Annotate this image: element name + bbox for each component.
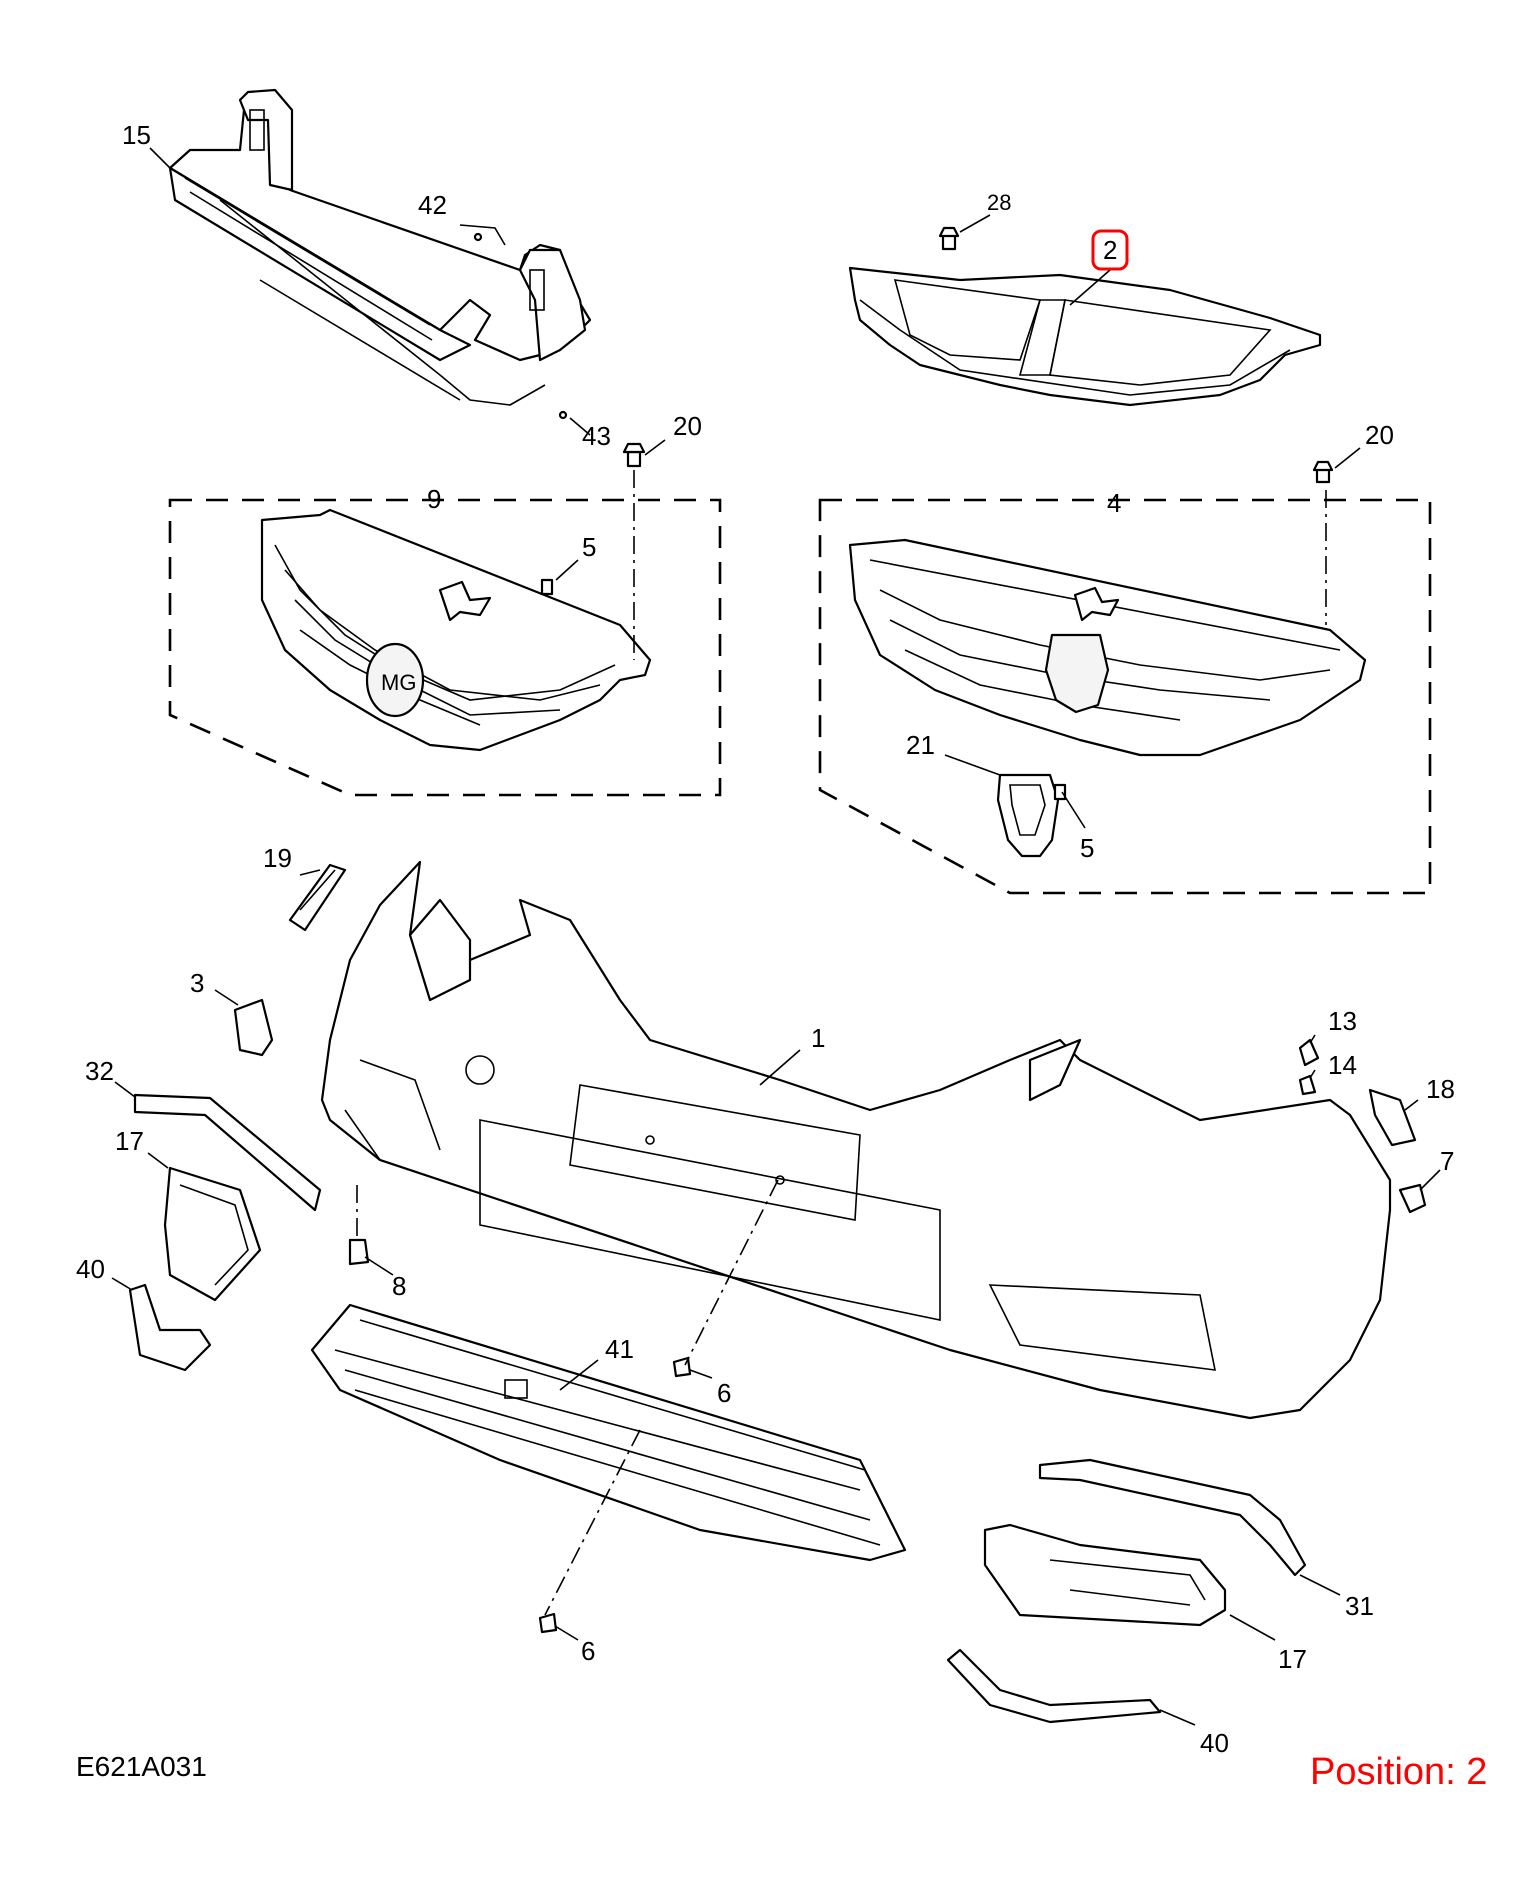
mg-badge-icon: MG — [381, 670, 416, 695]
callout-40-right: 40 — [1200, 1728, 1229, 1758]
callout-5-upper: 5 — [582, 532, 596, 562]
callout-3: 3 — [190, 968, 204, 998]
position-indicator: Position: 2 — [1310, 1751, 1487, 1793]
callout-4: 4 — [1107, 488, 1121, 518]
callout-6-lower: 6 — [581, 1636, 595, 1666]
group-box-9 — [168, 498, 722, 797]
callout-19: 19 — [263, 843, 292, 873]
callout-40-left: 40 — [76, 1254, 105, 1284]
callout-17-right: 17 — [1278, 1644, 1307, 1674]
callout-9: 9 — [427, 484, 441, 514]
fastener-icons — [348, 226, 1427, 1634]
callout-8: 8 — [392, 1271, 406, 1301]
callout-14: 14 — [1328, 1050, 1357, 1080]
callout-7: 7 — [1440, 1146, 1454, 1176]
part-3-tow-cover[interactable] — [233, 998, 274, 1057]
part-9-grille-assembly[interactable]: MG — [260, 508, 652, 752]
part-32-trim-strip[interactable] — [133, 1093, 322, 1212]
callout-6-upper: 6 — [717, 1378, 731, 1408]
part-4-grille-assembly[interactable] — [848, 538, 1367, 757]
part-31-trim-strip[interactable] — [1038, 1458, 1307, 1577]
group-box-4 — [818, 498, 1432, 895]
part-17-fog-bezel-right[interactable] — [983, 1523, 1227, 1627]
part-2-grille-support[interactable] — [848, 266, 1322, 407]
callout-43: 43 — [582, 421, 611, 451]
callout-32: 32 — [85, 1056, 114, 1086]
callout-18: 18 — [1426, 1074, 1455, 1104]
callout-31: 31 — [1345, 1591, 1374, 1621]
callout-17-left: 17 — [115, 1126, 144, 1156]
part-19-bracket[interactable] — [288, 863, 347, 932]
drawing-reference: E621A031 — [76, 1751, 207, 1782]
callout-41: 41 — [605, 1334, 634, 1364]
callout-21: 21 — [906, 730, 935, 760]
center-axis-lines — [356, 470, 1327, 1616]
part-1-bumper-cover[interactable] — [320, 860, 1392, 1420]
part-15-bumper-beam[interactable] — [168, 88, 592, 406]
leader-lines — [111, 147, 1441, 1726]
part-17-fog-bezel-left[interactable] — [163, 1166, 262, 1302]
callout-labels: 15 42 43 20 28 2 20 9 5 4 21 5 19 3 1 13… — [76, 120, 1455, 1758]
callout-1: 1 — [811, 1023, 825, 1053]
callout-13: 13 — [1328, 1006, 1357, 1036]
highlight-ring-2 — [1091, 229, 1129, 271]
callout-42: 42 — [418, 190, 447, 220]
part-40-trim-left[interactable] — [128, 1283, 212, 1372]
callout-20-left: 20 — [673, 411, 702, 441]
callout-20-right: 20 — [1365, 420, 1394, 450]
callout-2: 2 — [1103, 235, 1117, 265]
part-21-badge[interactable] — [996, 773, 1060, 858]
callout-5-lower: 5 — [1080, 833, 1094, 863]
callout-15: 15 — [122, 120, 151, 150]
callout-28: 28 — [987, 190, 1011, 215]
part-40-trim-right[interactable] — [946, 1648, 1162, 1724]
part-41-lower-grille[interactable] — [310, 1303, 907, 1562]
